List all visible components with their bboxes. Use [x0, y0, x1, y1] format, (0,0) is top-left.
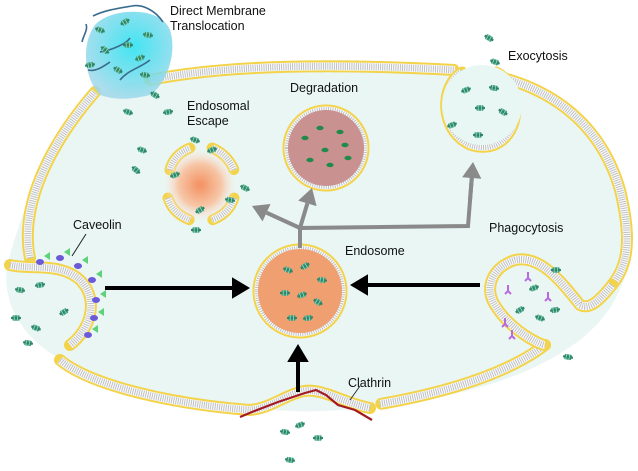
clathrin-coat	[239, 385, 373, 421]
caveolin-protein	[92, 297, 100, 303]
caveolin-protein	[56, 255, 64, 261]
nanoparticle	[472, 131, 484, 139]
label-phagocytosis: Phagocytosis	[489, 221, 564, 235]
nanoparticle	[279, 428, 291, 436]
label-line-1: Direct Membrane	[170, 4, 266, 18]
arrow-caveolin-to-endosome	[105, 277, 250, 299]
caveolin-protein	[36, 259, 44, 265]
label-direct-membrane-translocation: Direct Membrane Translocation	[170, 4, 266, 34]
nanoparticle	[562, 353, 574, 361]
endosome-vesicle	[258, 249, 342, 333]
nanoparticle	[286, 314, 298, 322]
caveolin-ligand	[98, 308, 104, 316]
phagocytosis-receptor	[524, 272, 532, 282]
caveolin-ligand	[96, 270, 102, 278]
phagocytosis-receptor	[544, 292, 552, 302]
arrow-to-exocytosis	[462, 162, 482, 201]
plasma-membrane-right	[468, 66, 633, 291]
caveolin-ligand	[92, 325, 98, 333]
phagocytosis-cup	[484, 253, 618, 351]
degraded-fragment	[316, 125, 324, 131]
nanoparticle	[22, 339, 34, 347]
phagocytosis-receptor	[504, 285, 512, 295]
caveolin-ligand	[82, 256, 88, 264]
label-line-2: Escape	[187, 114, 229, 128]
degraded-fragment	[306, 157, 314, 163]
label-line-1: Endosomal	[187, 99, 250, 113]
arrow-clathrin-to-endosome	[287, 344, 309, 392]
degraded-fragment	[341, 142, 349, 148]
label-endosome: Endosome	[345, 244, 405, 258]
caveolin-ligand	[44, 252, 50, 260]
exocytosis-vesicle	[442, 65, 522, 145]
nanoparticle	[483, 32, 495, 44]
plasma-membrane-left	[21, 86, 101, 264]
arrow-to-endosomal-escape	[252, 203, 301, 230]
nanoparticle	[474, 104, 486, 112]
caveolin-protein	[88, 277, 96, 283]
caveolin-protein	[84, 332, 92, 338]
phagocytosis-receptor	[501, 318, 509, 328]
nanoparticle	[550, 266, 562, 274]
arrow-phagocytosis-to-endosome	[350, 274, 480, 296]
label-degradation: Degradation	[290, 81, 359, 95]
label-clathrin: Clathrin	[348, 376, 392, 390]
nanoparticle	[10, 314, 22, 322]
degradation-vesicle	[288, 110, 364, 186]
caveolin-pointer	[71, 233, 87, 257]
arrow-to-degradation	[298, 188, 317, 229]
nanoparticle	[122, 41, 134, 49]
degraded-fragment	[301, 135, 309, 141]
caveolin-ligand	[100, 290, 106, 298]
degraded-fragment	[336, 129, 344, 135]
phagocytosis-receptor	[508, 330, 516, 340]
label-exocytosis: Exocytosis	[508, 49, 568, 63]
caveolin-invagination	[4, 259, 97, 351]
caveolin-protein	[74, 263, 82, 269]
caveolin-protein	[90, 315, 98, 321]
nanoparticle	[190, 226, 202, 234]
degraded-fragment	[321, 147, 329, 153]
label-line-2: Translocation	[170, 19, 245, 33]
label-caveolin: Caveolin	[73, 218, 122, 232]
nanoparticle	[489, 57, 501, 67]
degraded-fragment	[344, 155, 352, 161]
degraded-fragment	[326, 162, 334, 168]
label-endosomal-escape: Endosomal Escape	[187, 99, 250, 129]
gray-path-to-exocytosis	[298, 175, 474, 248]
cell-cytoplasm	[6, 65, 629, 412]
nanoparticle	[284, 456, 296, 464]
endosomal-escape-vesicle	[164, 149, 236, 221]
plasma-membrane-top	[144, 60, 461, 86]
nanoparticle	[279, 289, 291, 297]
plasma-membrane-bottom-right	[374, 339, 551, 410]
nanoparticle	[312, 434, 324, 442]
caveolin-ligand	[64, 248, 70, 256]
nanoparticle	[294, 420, 306, 430]
